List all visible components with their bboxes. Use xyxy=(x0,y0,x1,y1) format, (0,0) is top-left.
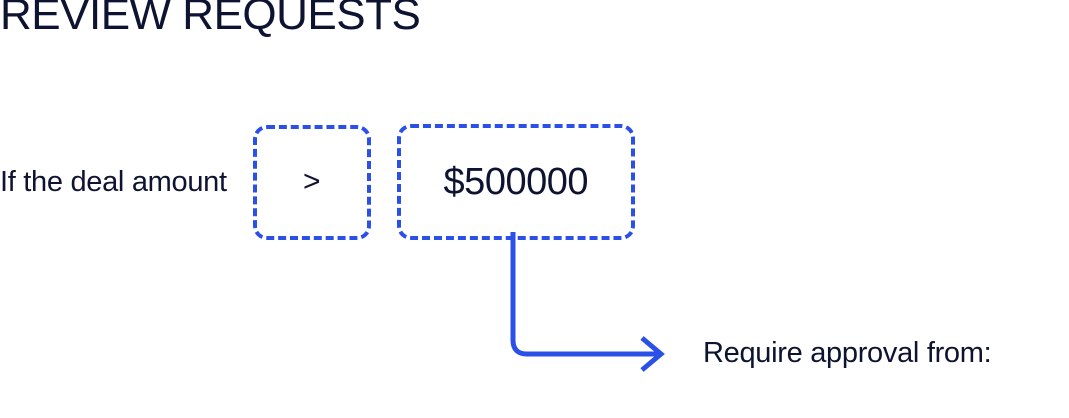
operator-input[interactable]: > xyxy=(252,124,371,240)
approval-outcome-label: Require approval from: xyxy=(703,337,992,369)
condition-row: If the deal amount > $500000 xyxy=(0,124,635,240)
page-title: REVIEW REQUESTS xyxy=(0,0,421,39)
amount-input[interactable]: $500000 xyxy=(396,124,635,240)
flow-arrow-icon xyxy=(510,232,665,372)
condition-prefix-label: If the deal amount xyxy=(0,166,227,198)
